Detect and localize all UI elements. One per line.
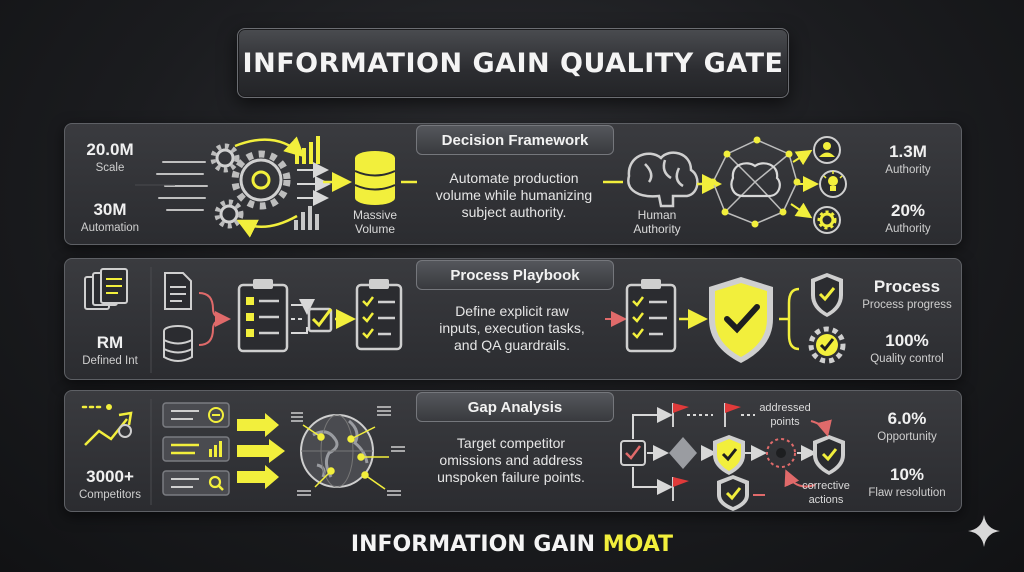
- speed-lines-icon: [156, 161, 208, 211]
- shield-check-icon: [717, 475, 749, 511]
- panel-3-graphics: [81, 399, 845, 511]
- gear-icon: [813, 206, 841, 234]
- trend-icon: [81, 404, 133, 446]
- check-badge-icon: [808, 326, 846, 364]
- link-icon: [162, 402, 230, 428]
- flag-icon: [672, 477, 689, 501]
- shield-check-icon: [713, 435, 745, 475]
- description-process-playbook: Define explicit raw inputs, execution ta…: [439, 303, 585, 353]
- stat-automation: 30M Automation: [80, 200, 140, 234]
- footer-title: INFORMATION GAIN MOAT: [350, 532, 674, 557]
- checkbox-icon: [307, 307, 333, 333]
- document-icon: [164, 272, 192, 310]
- panel-header: Decision Framework: [416, 125, 614, 155]
- page-title: INFORMATION GAIN QUALITY GATE: [242, 47, 784, 79]
- network-brain-icon: [709, 136, 801, 228]
- label-massive-volume: Massive Volume: [352, 208, 397, 236]
- label-addressed-points: addressed points: [759, 402, 811, 428]
- description-gap-analysis: Target competitor omissions and address …: [437, 435, 585, 485]
- target-icon: [766, 438, 796, 468]
- stat-process-progress: Process Process progress: [862, 277, 952, 311]
- flag-icon: [724, 403, 741, 427]
- stat-authority-2: 20% Authority: [885, 201, 931, 235]
- user-icon: [813, 136, 841, 164]
- database-icon: [163, 325, 193, 362]
- label-corrective-actions: corrective actions: [802, 480, 850, 506]
- panel-1-graphics: [135, 136, 847, 238]
- checklist-icon: [237, 279, 289, 353]
- clipboard-icon: [625, 279, 677, 353]
- clipboard-icon: [355, 279, 403, 351]
- stat-quality-control: 100% Quality control: [870, 331, 944, 365]
- title-banner: INFORMATION GAIN QUALITY GATE: [237, 28, 789, 98]
- stat-scale: 20.0M Scale: [86, 140, 134, 174]
- panel-header: Process Playbook: [416, 260, 614, 290]
- shield-check-icon: [811, 273, 843, 317]
- stat-opportunity: 6.0% Opportunity: [877, 409, 937, 443]
- bar-chart-icon: [295, 136, 320, 164]
- stat-defined-int: RM Defined Int: [82, 333, 138, 367]
- search-icon: [162, 470, 230, 496]
- stat-authority-1: 1.3M Authority: [885, 142, 931, 176]
- bar-chart-icon: [162, 436, 230, 462]
- brain-icon: [627, 151, 699, 208]
- panel-gap-analysis: 3000+ Competitors Target competitor omis…: [64, 390, 962, 512]
- flag-icon: [672, 403, 689, 427]
- panel-2-graphics: [84, 267, 846, 373]
- sparkle-icon: [968, 515, 1000, 547]
- gears-icon: [210, 143, 291, 229]
- globe-icon: [300, 414, 374, 488]
- description-decision-framework: Automate production volume while humaniz…: [435, 170, 593, 220]
- decision-icon: [620, 437, 697, 469]
- panel-decision-framework: 20.0M Scale 30M Automation Massive Volum…: [64, 123, 962, 245]
- shield-check-icon: [709, 277, 773, 363]
- database-icon: [354, 151, 396, 205]
- panel-process-playbook: RM Defined Int Define explicit raw input…: [64, 258, 962, 380]
- stat-competitors: 3000+ Competitors: [79, 467, 141, 501]
- stat-flaw-resolution: 10% Flaw resolution: [868, 465, 946, 499]
- shield-check-icon: [813, 435, 845, 475]
- documents-icon: [84, 268, 128, 310]
- bar-chart-icon: [294, 206, 319, 230]
- lightbulb-icon: [819, 170, 847, 198]
- panel-header: Gap Analysis: [416, 392, 614, 422]
- label-human-authority: Human Authority: [633, 208, 681, 236]
